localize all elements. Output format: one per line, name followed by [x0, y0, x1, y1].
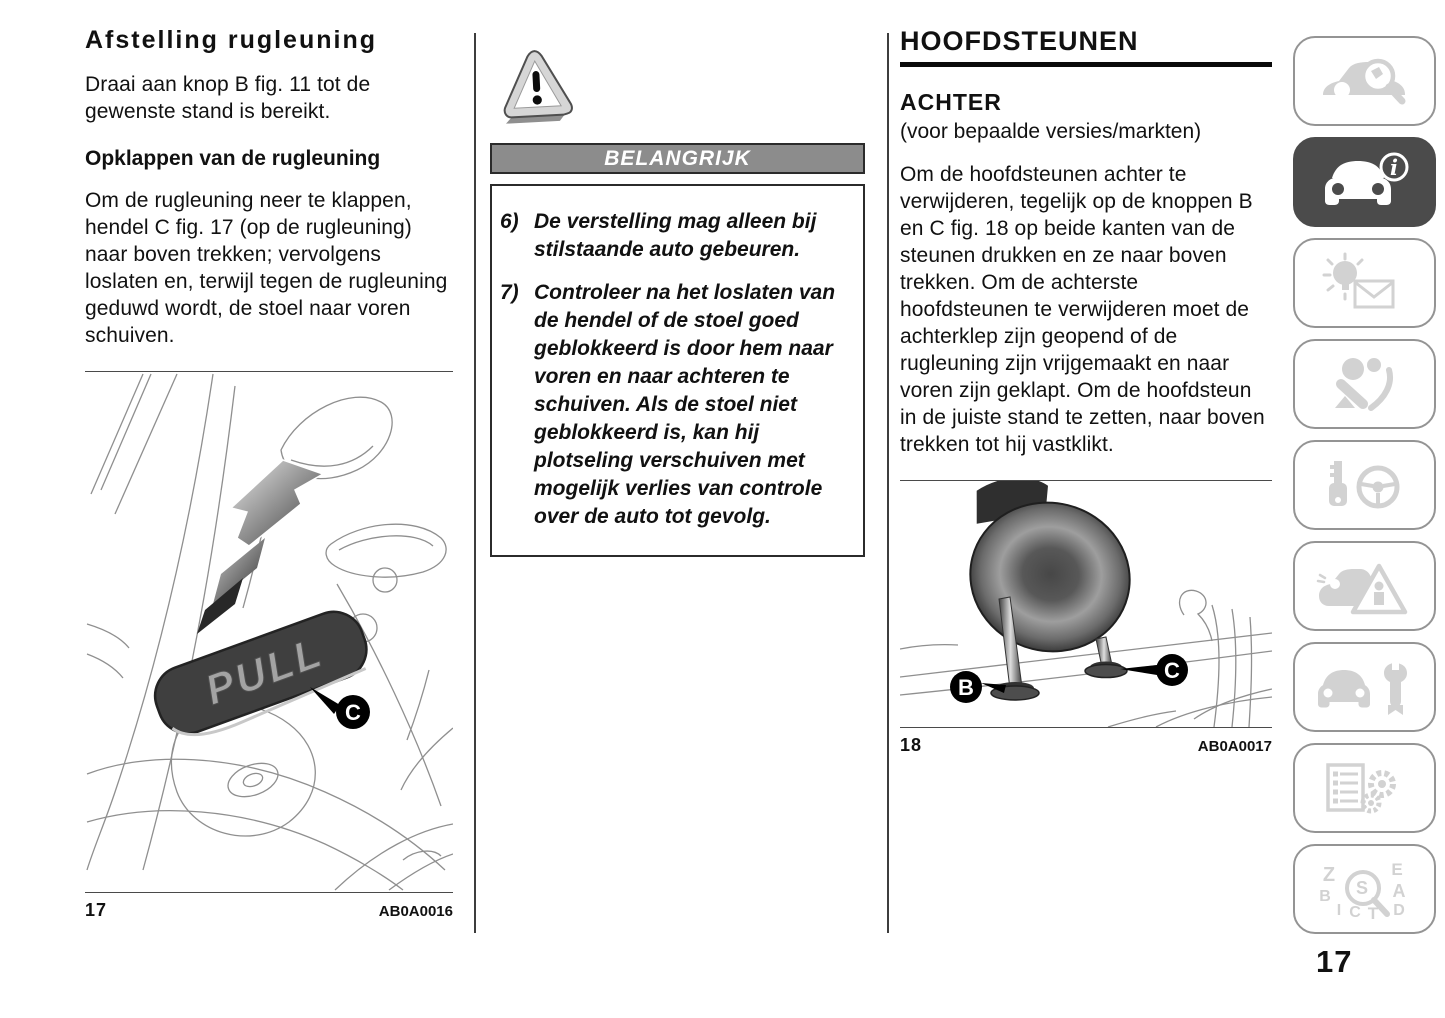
- list-gears-icon: [1325, 763, 1396, 814]
- car-magnifier-icon: [1322, 58, 1405, 105]
- important-banner: BELANGRIJK: [490, 143, 865, 174]
- warning-item-text: Controleer na het loslaten van de hendel…: [534, 281, 836, 528]
- subheading-rear: ACHTER: [900, 89, 1002, 115]
- svg-text:Z: Z: [1322, 864, 1334, 886]
- svg-text:S: S: [1355, 878, 1367, 898]
- warning-item-7: 7) Controleer na het loslaten van de hen…: [500, 279, 853, 531]
- tab-warning-lights-messages[interactable]: [1293, 238, 1436, 328]
- warning-box: 6) De verstelling mag alleen bij stilsta…: [490, 184, 865, 557]
- tab-in-an-emergency[interactable]: [1293, 541, 1436, 631]
- tab-safety[interactable]: [1293, 339, 1436, 429]
- section-title-headrests: HOOFDSTEUNEN: [900, 26, 1139, 56]
- figure-18-art: B C: [899, 477, 1273, 728]
- figure-code: AB0A0016: [378, 903, 453, 920]
- svg-text:I: I: [1336, 902, 1340, 919]
- subheading-fold-backrest: Opklappen van de rugleuning: [85, 147, 381, 170]
- warning-triangle-icon: [496, 46, 865, 129]
- headrest-posts: [990, 596, 1128, 701]
- warning-item-number: 7): [500, 281, 519, 304]
- section-title-backrest: Afstelling rugleuning: [85, 26, 377, 54]
- airbag-seatbelt-icon: [1334, 358, 1393, 411]
- pull-handle: PULL: [153, 610, 368, 737]
- callout-b: B: [950, 671, 1006, 703]
- figure-code: AB0A0017: [1197, 738, 1272, 755]
- svg-text:A: A: [1392, 881, 1405, 901]
- figure-17-caption: 17 AB0A0016: [85, 893, 453, 921]
- svg-text:C: C: [1349, 904, 1361, 921]
- figure-number: 17: [85, 900, 108, 920]
- bulb-envelope-icon: [1322, 252, 1394, 309]
- tab-starting-and-driving[interactable]: [1293, 440, 1436, 530]
- pull-up-arrows-icon: [197, 459, 325, 634]
- title-rule: [900, 62, 1272, 67]
- middle-column: BELANGRIJK 6) De verstelling mag alleen …: [490, 26, 865, 557]
- svg-text:D: D: [1393, 902, 1405, 919]
- svg-text:C: C: [1164, 658, 1180, 683]
- warning-item-number: 6): [500, 210, 519, 233]
- key-steering-wheel-icon: [1328, 461, 1399, 509]
- figure-number: 18: [900, 735, 923, 755]
- page-number: 17: [1316, 944, 1353, 979]
- headrest-cushion: [969, 477, 1131, 653]
- figure-17-art: PULL C: [85, 371, 454, 893]
- car-info-icon: i: [1324, 152, 1408, 205]
- callout-c: C: [310, 687, 370, 729]
- paragraph-headrests: Om de hoofdsteunen achter te verwijderen…: [900, 163, 1265, 456]
- tab-getting-to-know-car[interactable]: [1293, 36, 1436, 126]
- warning-item-6: 6) De verstelling mag alleen bij stilsta…: [500, 208, 853, 264]
- svg-text:i: i: [1390, 155, 1398, 180]
- figure-18-caption: 18 AB0A0017: [900, 728, 1272, 756]
- versions-note: (voor bepaalde versies/markten): [900, 120, 1202, 143]
- tab-alphabetical-index[interactable]: Z E S B A I C T D: [1293, 844, 1436, 934]
- paragraph-backrest-adjust: Draai aan knop B fig. 11 tot de gewenste…: [85, 73, 371, 123]
- svg-text:T: T: [1367, 904, 1378, 921]
- tab-dashboard-and-controls[interactable]: i: [1293, 137, 1436, 227]
- left-column: Afstelling rugleuning Draai aan knop B f…: [85, 26, 454, 921]
- right-column: HOOFDSTEUNEN ACHTER (voor bepaalde versi…: [899, 26, 1273, 756]
- paragraph-fold-backrest: Om de rugleuning neer te klappen, hendel…: [85, 189, 448, 347]
- column-divider: [474, 33, 476, 933]
- car-warning-triangle-icon: [1316, 563, 1407, 615]
- svg-text:C: C: [345, 700, 361, 725]
- letters-magnifier-icon: Z E S B A I C T D: [1319, 860, 1405, 921]
- svg-text:B: B: [1319, 888, 1331, 905]
- column-divider: [887, 33, 889, 933]
- figure-18: B C 18 AB0A0017: [899, 477, 1273, 756]
- parcel-shelf-line-art: [899, 589, 1273, 728]
- svg-text:E: E: [1391, 860, 1402, 879]
- car-wrench-icon: [1317, 661, 1407, 715]
- figure-17: PULL C 17 AB0A0016: [85, 371, 454, 921]
- svg-text:B: B: [958, 675, 974, 700]
- warning-item-text: De verstelling mag alleen bij stilstaand…: [534, 210, 817, 261]
- callout-c: C: [1120, 654, 1188, 686]
- section-tab-sidebar: i: [1293, 36, 1436, 945]
- tab-technical-data[interactable]: [1293, 743, 1436, 833]
- tab-servicing-and-care[interactable]: [1293, 642, 1436, 732]
